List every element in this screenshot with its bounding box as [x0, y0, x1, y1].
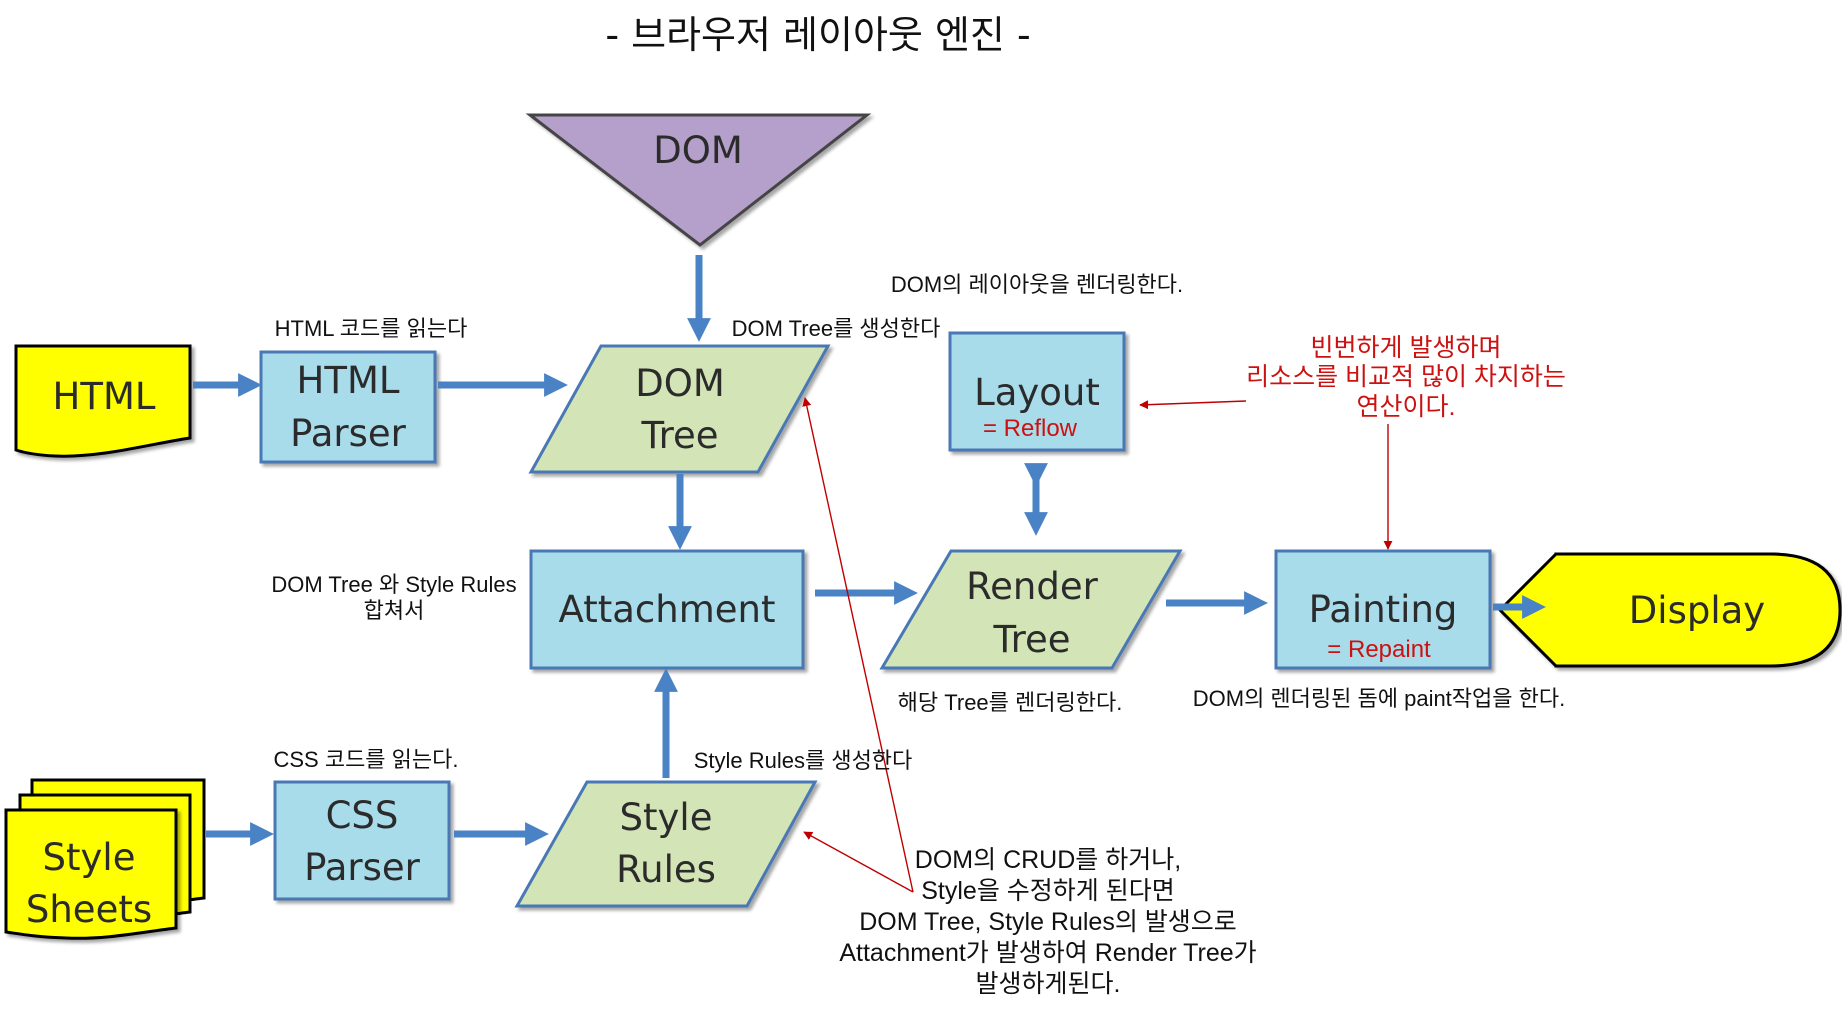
layout-reflow-label: = Reflow — [983, 415, 1078, 442]
annotation-merge-line1: DOM Tree 와 Style Rules — [271, 572, 516, 597]
html-parser-label-line1: HTML — [297, 359, 400, 402]
annotation-css-read: CSS 코드를 읽는다. — [273, 747, 458, 772]
annotation-crud-line5: 발생하게된다. — [976, 970, 1121, 998]
annotation-frequent-line1: 빈번하게 발생하며 — [1311, 334, 1502, 362]
annotation-paint-work: DOM의 렌더링된 돔에 paint작업을 한다. — [1193, 686, 1565, 711]
style-sheets-label-line2: Sheets — [26, 888, 152, 931]
annotation-crud-line2: Style을 수정하게 된다면 — [921, 877, 1174, 905]
layout-node: Layout = Reflow — [948, 331, 1126, 452]
annotation-render-tree-render: 해당 Tree를 렌더링한다. — [898, 690, 1123, 715]
attachment-node: Attachment — [529, 549, 805, 670]
html-label: HTML — [53, 375, 156, 418]
style-rules-label-line2: Rules — [616, 848, 716, 891]
style-sheets-node: Style Sheets — [4, 778, 206, 940]
painting-node: Painting = Repaint — [1274, 549, 1492, 670]
diagram-title: - 브라우저 레이아웃 엔진 - — [605, 13, 1030, 57]
annotation-crud-line3: DOM Tree, Style Rules의 발생으로 — [859, 908, 1237, 936]
html-parser-label-line2: Parser — [290, 412, 407, 455]
html-document-node: HTML — [14, 344, 192, 458]
render-tree-node: Render Tree — [879, 549, 1183, 670]
html-parser-node: HTML Parser — [259, 350, 437, 464]
annotation-frequent-line2: 리소스를 비교적 많이 차지하는 — [1246, 363, 1566, 391]
attachment-label: Attachment — [559, 588, 776, 631]
annotation-dom-layout-render: DOM의 레이아웃을 렌더링한다. — [891, 272, 1183, 297]
style-sheets-label-line1: Style — [43, 836, 136, 879]
dom-tree-label-line1: DOM — [635, 362, 725, 405]
layout-label: Layout — [974, 371, 1100, 414]
dom-tree-label-line2: Tree — [640, 414, 718, 457]
annotation-crud-line1: DOM의 CRUD를 하거나, — [915, 846, 1181, 874]
display-label: Display — [1629, 589, 1765, 632]
red-arrow-to-dom-tree — [802, 397, 914, 893]
red-arrow-to-layout — [1139, 400, 1247, 410]
painting-repaint-label: = Repaint — [1327, 636, 1431, 663]
render-tree-label-line2: Tree — [992, 618, 1070, 661]
css-parser-label-line1: CSS — [326, 794, 399, 837]
css-parser-label-line2: Parser — [304, 846, 421, 889]
red-arrow-to-style-rules — [803, 831, 914, 893]
annotation-crud-line4: Attachment가 발생하여 Render Tree가 — [839, 939, 1256, 967]
style-rules-node: Style Rules — [514, 780, 818, 908]
display-node: Display — [1497, 552, 1842, 668]
css-parser-node: CSS Parser — [273, 780, 451, 901]
annotation-style-rules-create: Style Rules를 생성한다 — [694, 748, 913, 773]
dom-label: DOM — [653, 129, 743, 172]
annotation-dom-tree-create: DOM Tree를 생성한다 — [732, 316, 941, 341]
render-tree-label-line1: Render — [966, 565, 1099, 608]
annotation-frequent-line3: 연산이다. — [1357, 393, 1456, 421]
annotation-merge-line2: 합쳐서 — [364, 598, 425, 623]
dom-triangle-node: DOM — [525, 113, 872, 247]
annotation-html-read: HTML 코드를 읽는다 — [275, 316, 468, 341]
dom-tree-node: DOM Tree — [528, 344, 831, 474]
style-rules-label-line1: Style — [620, 796, 713, 839]
painting-label: Painting — [1309, 588, 1458, 631]
